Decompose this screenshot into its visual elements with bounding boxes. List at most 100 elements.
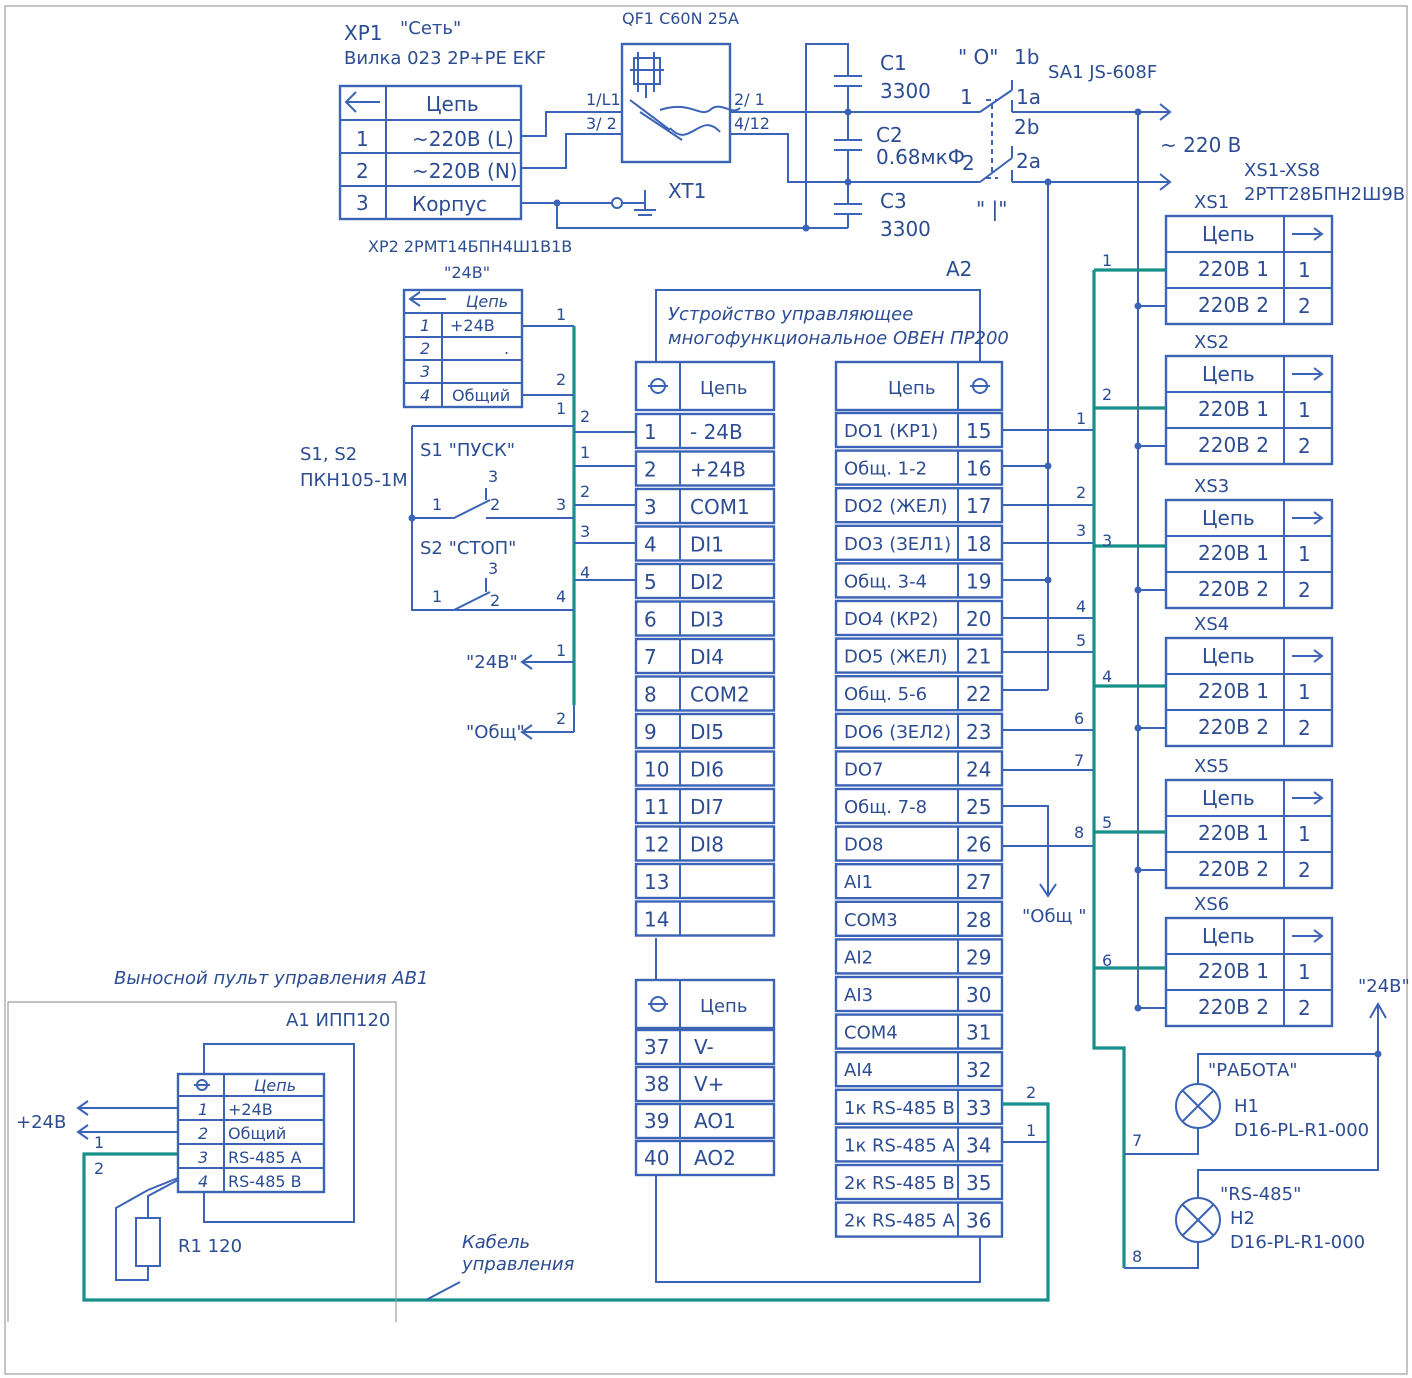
socket-name: XS1 xyxy=(1194,192,1229,213)
terminal-number: 38 xyxy=(644,1072,669,1096)
cable-label-2: управления xyxy=(461,1254,575,1275)
wire-number: 8 xyxy=(1074,823,1084,842)
wire-number: 2 xyxy=(1102,385,1112,404)
a2-terminal-20: DO4 (КР2)20 xyxy=(834,599,1004,637)
socket-row-1: 220В 1 xyxy=(1198,541,1269,565)
wire-number: 2 xyxy=(580,407,590,426)
socket-row-2-num: 2 xyxy=(1298,858,1311,882)
xp2-header: Цепь xyxy=(466,292,508,311)
wire-n-out xyxy=(730,133,980,183)
terminal-circuit: AI3 xyxy=(844,985,873,1006)
terminal-number: 33 xyxy=(966,1096,991,1120)
qf1-label: QF1 C60N 25A xyxy=(622,9,739,28)
xp2-row-3-num: 3 xyxy=(420,362,430,381)
h1-part: D16-PL-R1-000 xyxy=(1234,1120,1369,1141)
terminal-circuit: DO2 (ЖЕЛ) xyxy=(844,496,948,517)
socket-header: Цепь xyxy=(1202,924,1255,948)
qf1-term-4: 4/12 xyxy=(734,114,770,133)
terminal-circuit: DO8 xyxy=(844,835,883,856)
wire-number: 4 xyxy=(580,563,590,582)
wire-number: 6 xyxy=(1074,709,1084,728)
ac-label: ~ 220 В xyxy=(1160,133,1241,157)
terminal-number: 6 xyxy=(644,608,657,632)
xp1-row-1-num: 1 xyxy=(356,127,369,151)
socket-row-1-num: 1 xyxy=(1298,398,1311,422)
socket-row-2: 220В 2 xyxy=(1198,995,1269,1019)
xp1-row-1-circuit: ~220В (L) xyxy=(412,127,514,151)
socket-row-1-num: 1 xyxy=(1298,960,1311,984)
xp2-connector: XP2 2РМТ14БПН4Ш1В1В "24В" Цепь 1 +24В 2 … xyxy=(368,237,572,409)
terminal-number: 21 xyxy=(966,645,991,669)
sa1-label: SA1 JS-608F xyxy=(1048,62,1157,83)
xt1-label: XT1 xyxy=(668,179,706,203)
wire-n-in xyxy=(521,133,622,169)
terminal-number: 28 xyxy=(966,908,991,932)
socket-row-2-num: 2 xyxy=(1298,294,1311,318)
wire-number: 1 xyxy=(556,641,566,660)
terminal-circuit: DI2 xyxy=(690,570,724,594)
terminal-icon xyxy=(648,996,668,1012)
xp2-row-1-num: 1 xyxy=(420,316,430,335)
xp2-name: "24В" xyxy=(444,263,490,282)
socket-row-2-num: 2 xyxy=(1298,716,1311,740)
c2-value: 0.68мкФ xyxy=(876,145,965,169)
arrow-left-icon xyxy=(344,91,380,113)
terminal-number: 37 xyxy=(644,1035,669,1059)
xp1-row-2-circuit: ~220В (N) xyxy=(412,159,518,183)
terminal-number: 2 xyxy=(644,458,657,482)
remote-row-1-num: 1 xyxy=(198,1100,208,1119)
terminal-number: 19 xyxy=(966,569,991,593)
sa1-1b: 1b xyxy=(1014,45,1039,69)
wire-number: 4 xyxy=(1076,597,1086,616)
xp1-header: Цепь xyxy=(426,92,479,116)
terminal-number: 17 xyxy=(966,494,991,518)
remote-row-4-circuit: RS-485 B xyxy=(228,1172,302,1191)
sa1-i-mark: " |" xyxy=(976,197,1008,221)
terminal-number: 9 xyxy=(644,720,657,744)
a2-terminal-18: DO3 (ЗЕЛ1)18 xyxy=(834,524,1004,561)
xp1-part: Вилка 023 2P+PE EKF xyxy=(344,48,546,69)
a2-controller: A2 Устройство управляющее многофункциона… xyxy=(634,257,1009,1283)
output-wiring: 1 2 3 4 5 6 7 8 "Общ " xyxy=(1002,409,1094,927)
terminal-number: 25 xyxy=(966,795,991,819)
wire-number: 3 xyxy=(580,522,590,541)
remote-title: Выносной пульт управления АВ1 xyxy=(114,968,428,989)
terminal-number: 32 xyxy=(966,1058,991,1082)
wire-number: 1 xyxy=(580,443,590,462)
switches-part: ПКН105-1М xyxy=(300,470,408,491)
socket-name: XS2 xyxy=(1194,332,1229,353)
remote-row-3-circuit: RS-485 A xyxy=(228,1148,302,1167)
c1-value: 3300 xyxy=(880,79,931,103)
a2-terminal-14: 14 xyxy=(634,900,776,937)
a2-designator: A2 xyxy=(946,257,972,281)
wire-number: 4 xyxy=(556,587,566,606)
terminal-circuit: Общ. 7-8 xyxy=(844,797,927,818)
terminal-circuit: DO4 (КР2) xyxy=(844,609,938,630)
xp1-row-3-num: 3 xyxy=(356,191,369,215)
a2-terminal-23: DO6 (ЗЕЛ2)23 xyxy=(834,712,1004,749)
wire-number: 1 xyxy=(94,1133,104,1152)
qf1-term-1: 1/L1 xyxy=(586,90,621,109)
terminal-icon xyxy=(194,1079,210,1091)
terminal-number: 15 xyxy=(966,419,991,443)
a2-left-header: Цепь xyxy=(700,378,747,399)
ground-icon xyxy=(611,190,656,216)
wire-number: 1 xyxy=(556,305,566,324)
wire-number: 7 xyxy=(1132,1131,1142,1150)
terminal-circuit: V+ xyxy=(694,1072,724,1096)
terminal-icon xyxy=(648,378,668,394)
terminal-number: 24 xyxy=(966,757,991,781)
wire-pe-caps xyxy=(556,203,806,229)
remote-24v: +24В xyxy=(16,1112,66,1133)
